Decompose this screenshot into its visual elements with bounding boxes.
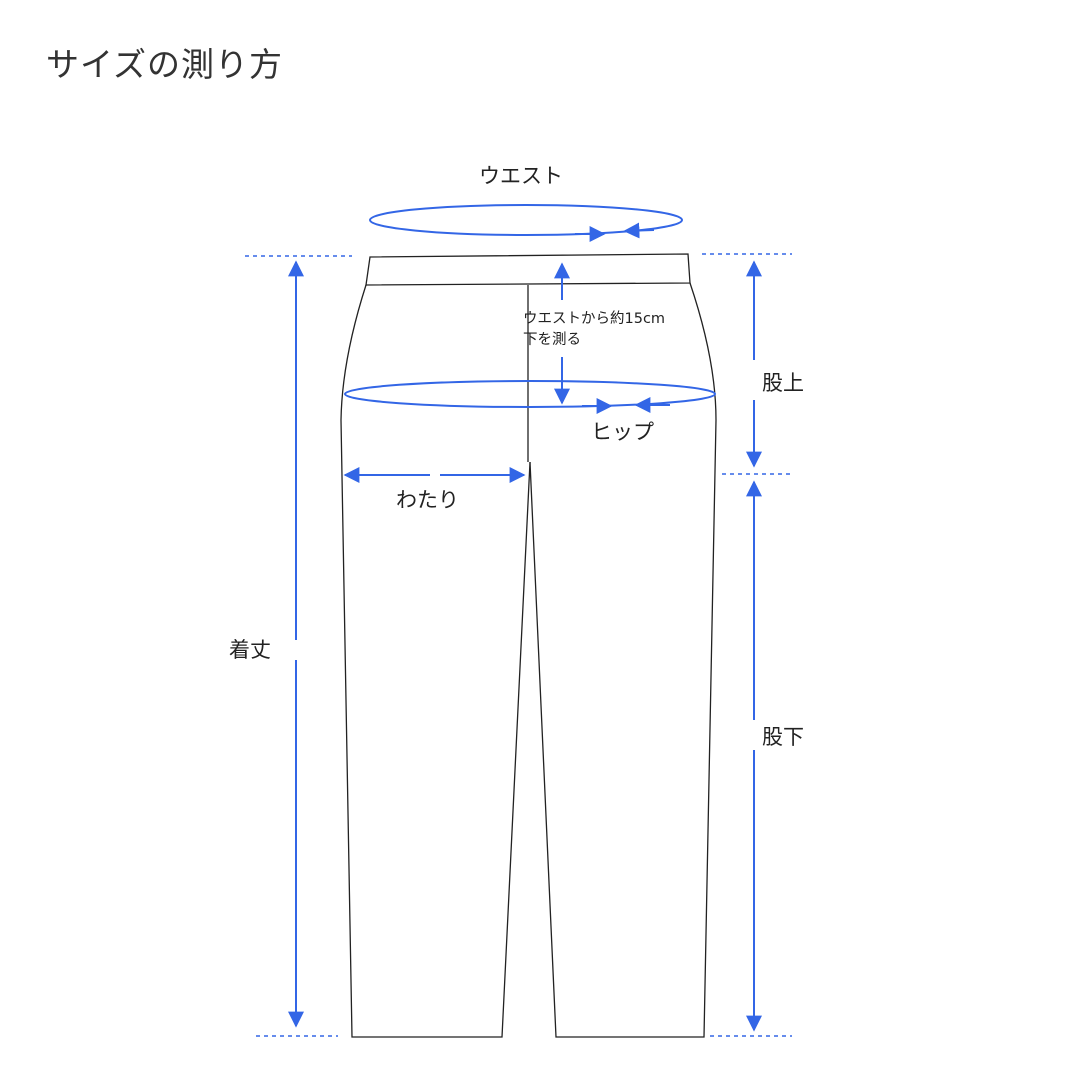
hip-label: ヒップ — [591, 420, 654, 444]
total-length-label: 着丈 — [229, 638, 271, 662]
pants-outline — [340, 253, 717, 1038]
measure-arrows — [288, 222, 762, 1032]
hip-ellipse — [344, 380, 716, 408]
inseam-label: 股下 — [762, 725, 804, 749]
waist-ellipse — [369, 204, 683, 236]
hip-note-line1: ウエストから約15cm — [523, 311, 666, 327]
page-title: サイズの測り方 — [46, 45, 284, 84]
waist-label: ウエスト — [479, 164, 563, 188]
waistband — [365, 253, 691, 286]
measure-ellipses — [344, 204, 716, 408]
guide-lines — [245, 253, 792, 1037]
right-leg-outline — [529, 282, 717, 1038]
waist-arrow-left — [623, 222, 655, 239]
hip-note-line2: 下を測る — [523, 332, 581, 348]
rise-label: 股上 — [762, 371, 804, 395]
left-leg-outline — [340, 284, 531, 1038]
thigh-label: わたり — [396, 488, 459, 512]
